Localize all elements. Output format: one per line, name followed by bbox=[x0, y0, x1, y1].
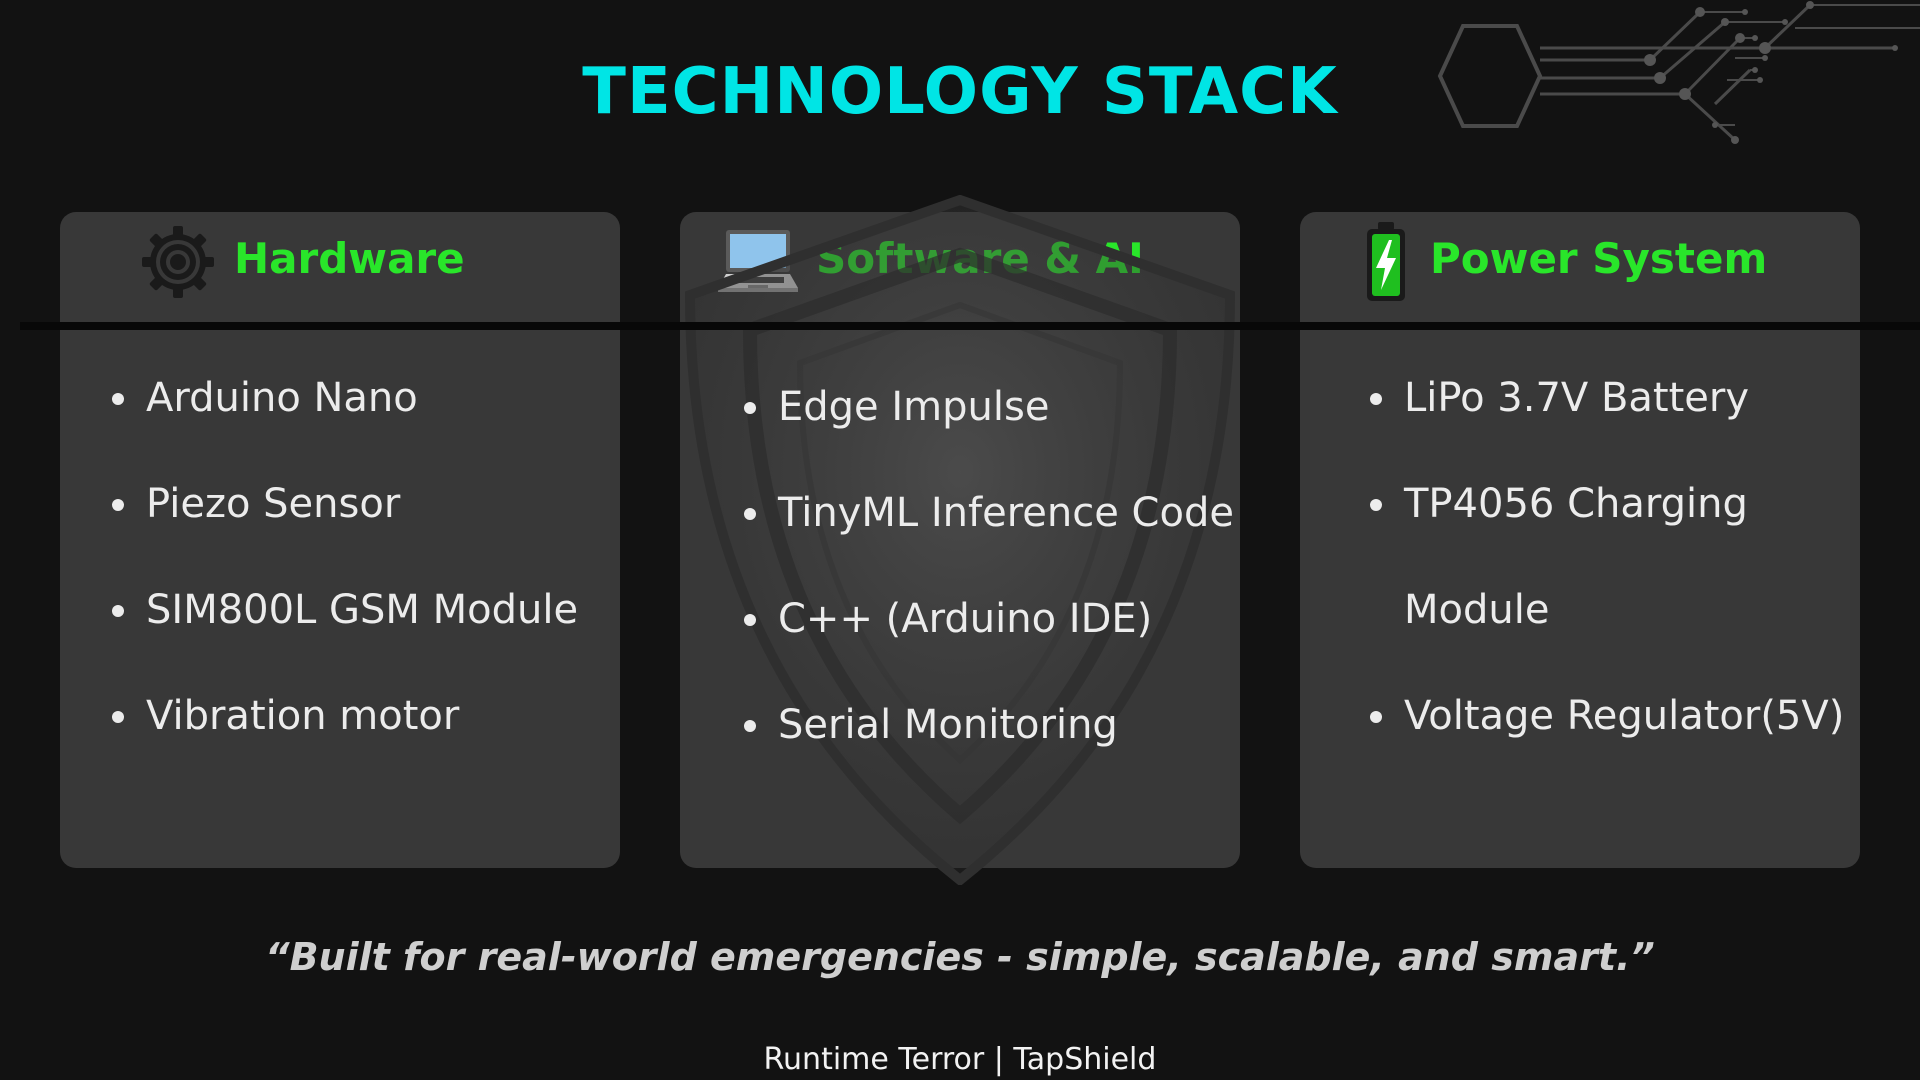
tagline-quote: “Built for real-world emergencies - simp… bbox=[265, 935, 1655, 979]
page-title: TECHNOLOGY STACK bbox=[582, 55, 1338, 129]
list-item: TinyML Inference Code bbox=[744, 460, 1234, 566]
shield-icon bbox=[684, 195, 1236, 885]
list-item: Edge Impulse bbox=[744, 354, 1234, 460]
divider bbox=[20, 322, 1920, 330]
list-item: C++ (Arduino IDE) bbox=[744, 566, 1234, 672]
gear-icon bbox=[138, 222, 218, 306]
footer-credit: Runtime Terror | TapShield bbox=[763, 1042, 1157, 1077]
power-system-card: Power System bbox=[1300, 212, 1860, 868]
list-item: SIM800L GSM Module bbox=[112, 557, 578, 663]
hardware-list: Arduino Nano Piezo Sensor SIM800L GSM Mo… bbox=[112, 345, 578, 769]
software-list: Edge Impulse TinyML Inference Code C++ (… bbox=[744, 354, 1234, 778]
card-header: Power System bbox=[1300, 212, 1860, 322]
power-list: LiPo 3.7V Battery TP4056 Charging Module… bbox=[1370, 345, 1844, 769]
card-title-power: Power System bbox=[1430, 234, 1768, 283]
list-item: Piezo Sensor bbox=[112, 451, 578, 557]
card-title-hardware: Hardware bbox=[234, 234, 465, 283]
list-item: TP4056 Charging Module bbox=[1370, 451, 1784, 663]
list-item: Vibration motor bbox=[112, 663, 578, 769]
list-item: Voltage Regulator(5V) bbox=[1370, 663, 1844, 769]
list-item: Serial Monitoring bbox=[744, 672, 1234, 778]
battery-icon bbox=[1364, 220, 1408, 308]
circuit-decoration bbox=[1437, 1, 1920, 144]
list-item: Arduino Nano bbox=[112, 345, 578, 451]
list-item: LiPo 3.7V Battery bbox=[1370, 345, 1830, 451]
hardware-card: Hardware bbox=[60, 212, 620, 868]
card-header: Hardware bbox=[60, 212, 620, 322]
